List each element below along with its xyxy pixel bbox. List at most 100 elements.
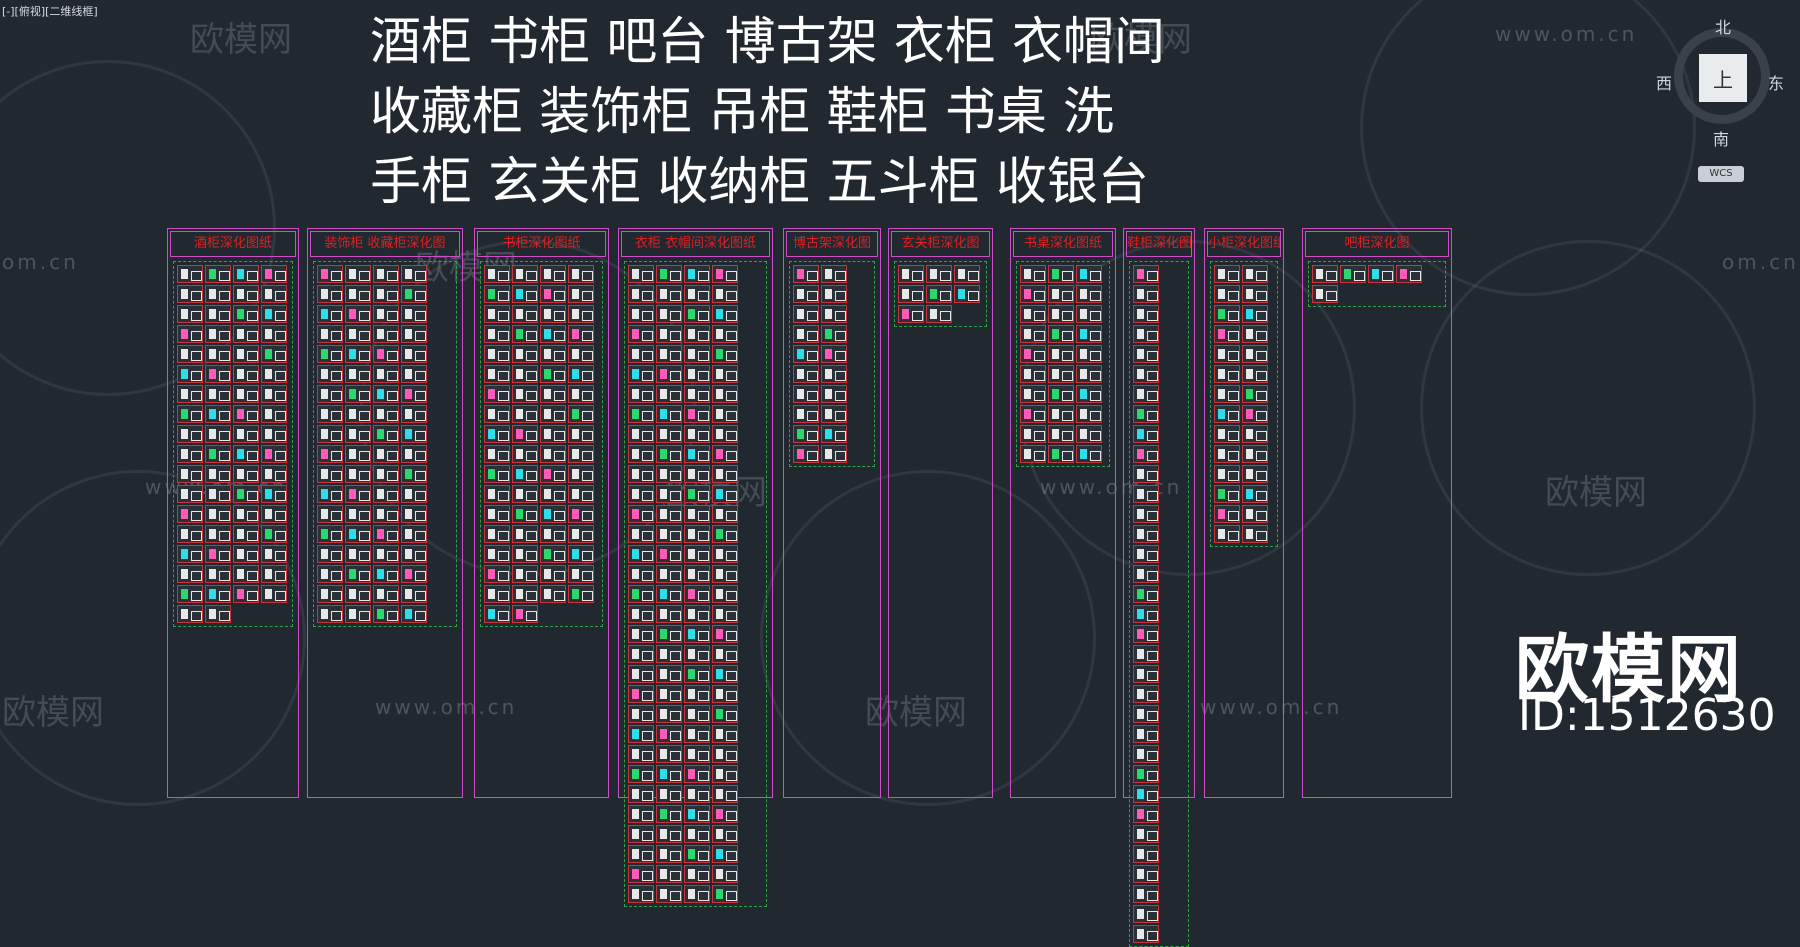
drawing-thumbnail[interactable] [793, 365, 819, 383]
drawing-thumbnail[interactable] [1076, 305, 1102, 323]
drawing-thumbnail[interactable] [345, 285, 371, 303]
drawing-panel[interactable]: 吧柜深化图 [1302, 228, 1452, 798]
drawing-thumbnail[interactable] [484, 525, 510, 543]
drawing-thumbnail[interactable] [712, 525, 738, 543]
drawing-thumbnail[interactable] [1048, 265, 1074, 283]
drawing-thumbnail[interactable] [1020, 325, 1046, 343]
drawing-thumbnail[interactable] [712, 805, 738, 823]
drawing-thumbnail[interactable] [1048, 325, 1074, 343]
drawing-thumbnail[interactable] [373, 525, 399, 543]
drawing-thumbnail[interactable] [1048, 405, 1074, 423]
compass-west[interactable]: 西 [1656, 74, 1673, 93]
drawing-thumbnail[interactable] [177, 485, 203, 503]
drawing-thumbnail[interactable] [1214, 425, 1240, 443]
drawing-thumbnail[interactable] [373, 405, 399, 423]
drawing-thumbnail[interactable] [628, 345, 654, 363]
drawing-thumbnail[interactable] [205, 425, 231, 443]
drawing-thumbnail[interactable] [205, 325, 231, 343]
drawing-thumbnail[interactable] [568, 525, 594, 543]
drawing-thumbnail[interactable] [1048, 425, 1074, 443]
drawing-thumbnail[interactable] [656, 285, 682, 303]
drawing-thumbnail[interactable] [684, 425, 710, 443]
drawing-thumbnail[interactable] [317, 405, 343, 423]
drawing-thumbnail[interactable] [684, 785, 710, 803]
drawing-thumbnail[interactable] [898, 305, 924, 323]
drawing-thumbnail[interactable] [484, 565, 510, 583]
drawing-thumbnail[interactable] [1133, 545, 1159, 563]
drawing-thumbnail[interactable] [373, 345, 399, 363]
drawing-thumbnail[interactable] [205, 525, 231, 543]
drawing-thumbnail[interactable] [1133, 705, 1159, 723]
drawing-thumbnail[interactable] [317, 385, 343, 403]
drawing-thumbnail[interactable] [401, 505, 427, 523]
drawing-thumbnail[interactable] [793, 445, 819, 463]
drawing-thumbnail[interactable] [568, 365, 594, 383]
drawing-thumbnail[interactable] [712, 545, 738, 563]
drawing-thumbnail[interactable] [926, 265, 952, 283]
drawing-thumbnail[interactable] [401, 305, 427, 323]
drawing-thumbnail[interactable] [233, 485, 259, 503]
drawing-thumbnail[interactable] [512, 485, 538, 503]
drawing-thumbnail[interactable] [261, 365, 287, 383]
drawing-thumbnail[interactable] [656, 865, 682, 883]
drawing-thumbnail[interactable] [712, 345, 738, 363]
drawing-thumbnail[interactable] [628, 425, 654, 443]
drawing-thumbnail[interactable] [373, 445, 399, 463]
drawing-thumbnail[interactable] [656, 845, 682, 863]
drawing-thumbnail[interactable] [568, 585, 594, 603]
drawing-thumbnail[interactable] [373, 305, 399, 323]
drawing-thumbnail[interactable] [684, 445, 710, 463]
drawing-thumbnail[interactable] [1214, 525, 1240, 543]
drawing-thumbnail[interactable] [656, 885, 682, 903]
drawing-thumbnail[interactable] [1076, 265, 1102, 283]
drawing-thumbnail[interactable] [656, 265, 682, 283]
drawing-thumbnail[interactable] [484, 605, 510, 623]
drawing-thumbnail[interactable] [684, 865, 710, 883]
drawing-thumbnail[interactable] [628, 805, 654, 823]
drawing-panel[interactable]: 鞋柜深化图 [1123, 228, 1195, 947]
drawing-panel[interactable]: 酒柜深化图纸 [167, 228, 299, 798]
drawing-thumbnail[interactable] [1242, 505, 1268, 523]
drawing-thumbnail[interactable] [656, 545, 682, 563]
drawing-thumbnail[interactable] [484, 345, 510, 363]
drawing-panel[interactable]: 博古架深化图 [783, 228, 881, 798]
drawing-thumbnail[interactable] [1340, 265, 1366, 283]
drawing-thumbnail[interactable] [512, 445, 538, 463]
drawing-thumbnail[interactable] [628, 725, 654, 743]
drawing-thumbnail[interactable] [568, 465, 594, 483]
drawing-thumbnail[interactable] [1048, 445, 1074, 463]
drawing-thumbnail[interactable] [1242, 345, 1268, 363]
drawing-thumbnail[interactable] [628, 465, 654, 483]
drawing-thumbnail[interactable] [628, 645, 654, 663]
drawing-thumbnail[interactable] [628, 385, 654, 403]
drawing-thumbnail[interactable] [656, 825, 682, 843]
drawing-thumbnail[interactable] [628, 545, 654, 563]
drawing-thumbnail[interactable] [373, 285, 399, 303]
drawing-thumbnail[interactable] [1214, 445, 1240, 463]
drawing-thumbnail[interactable] [177, 445, 203, 463]
drawing-thumbnail[interactable] [1133, 785, 1159, 803]
drawing-thumbnail[interactable] [656, 805, 682, 823]
drawing-thumbnail[interactable] [373, 325, 399, 343]
drawing-thumbnail[interactable] [656, 505, 682, 523]
drawing-thumbnail[interactable] [821, 325, 847, 343]
drawing-thumbnail[interactable] [233, 285, 259, 303]
drawing-thumbnail[interactable] [512, 405, 538, 423]
drawing-thumbnail[interactable] [712, 825, 738, 843]
drawing-thumbnail[interactable] [1020, 305, 1046, 323]
drawing-thumbnail[interactable] [177, 345, 203, 363]
drawing-thumbnail[interactable] [261, 585, 287, 603]
drawing-thumbnail[interactable] [1133, 385, 1159, 403]
drawing-thumbnail[interactable] [1133, 365, 1159, 383]
drawing-thumbnail[interactable] [1048, 385, 1074, 403]
drawing-thumbnail[interactable] [205, 585, 231, 603]
drawing-thumbnail[interactable] [712, 865, 738, 883]
drawing-thumbnail[interactable] [540, 385, 566, 403]
drawing-thumbnail[interactable] [373, 565, 399, 583]
drawing-thumbnail[interactable] [684, 545, 710, 563]
drawing-thumbnail[interactable] [568, 325, 594, 343]
drawing-thumbnail[interactable] [793, 325, 819, 343]
drawing-thumbnail[interactable] [656, 365, 682, 383]
drawing-thumbnail[interactable] [628, 585, 654, 603]
drawing-thumbnail[interactable] [345, 365, 371, 383]
